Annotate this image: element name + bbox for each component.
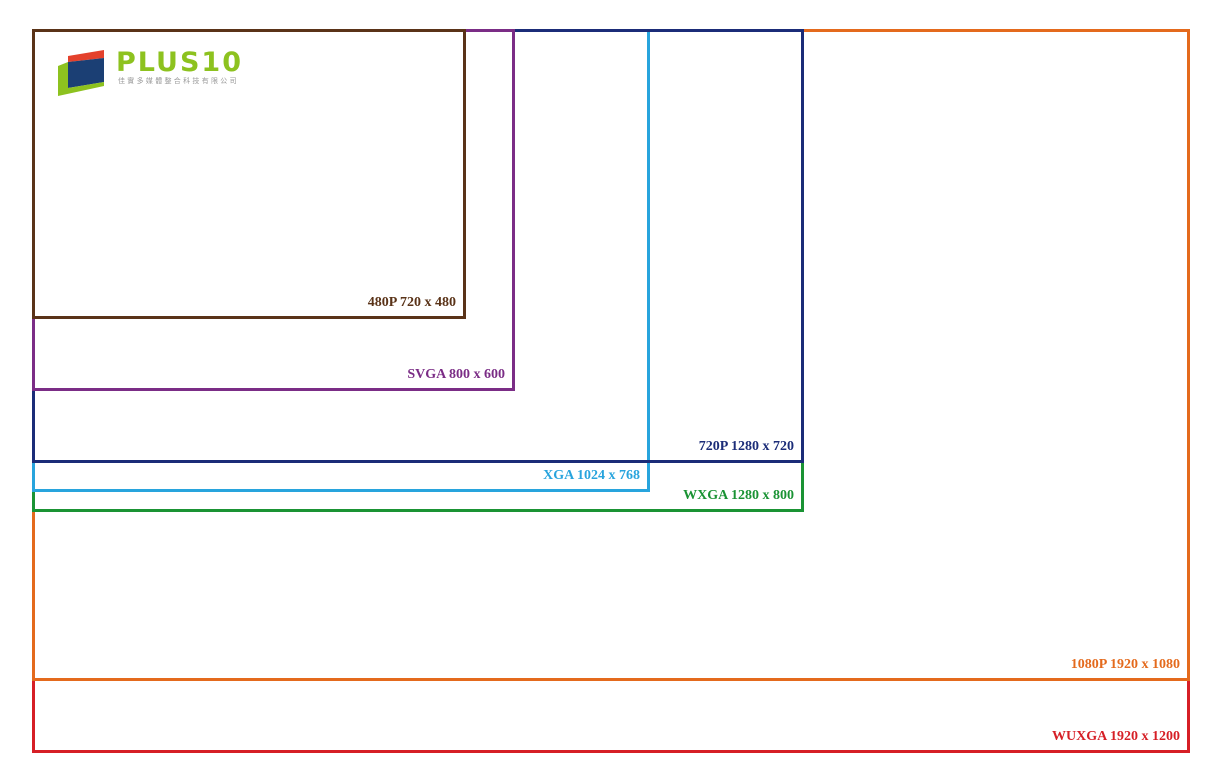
resolution-label-1080p: 1080P 1920 x 1080 xyxy=(1070,657,1180,672)
resolution-label-720p: 720P 1280 x 720 xyxy=(698,439,794,454)
resolution-label-wxga: WXGA 1280 x 800 xyxy=(683,488,794,503)
resolution-label-xga: XGA 1024 x 768 xyxy=(543,468,640,483)
plus10-logo: PLUS10 佳實多媒體整合科技有限公司 xyxy=(58,48,258,100)
resolution-box-480p xyxy=(32,29,466,319)
resolution-label-480p: 480P 720 x 480 xyxy=(367,295,456,310)
resolution-label-wuxga: WUXGA 1920 x 1200 xyxy=(1052,729,1180,744)
logo-navy-panel xyxy=(68,58,104,88)
resolution-label-svga: SVGA 800 x 600 xyxy=(407,367,505,382)
logo-wordmark: PLUS10 xyxy=(116,47,243,78)
logo-mark-icon xyxy=(58,50,104,96)
logo-green-panel xyxy=(58,62,104,96)
logo-tagline: 佳實多媒體整合科技有限公司 xyxy=(118,77,239,85)
